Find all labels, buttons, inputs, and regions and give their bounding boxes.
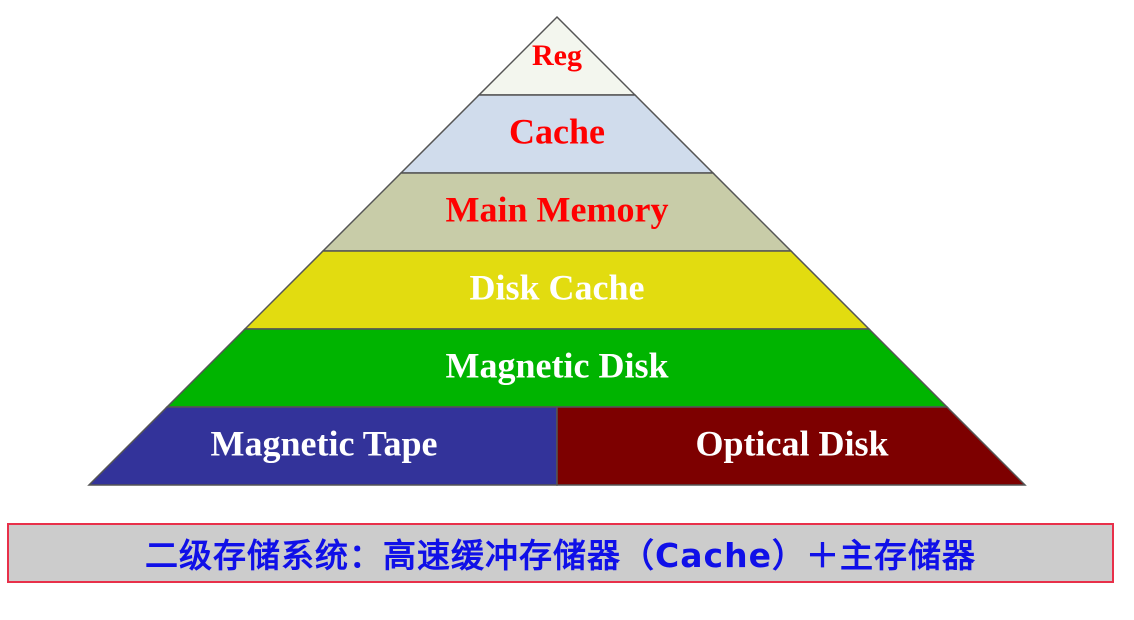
- label-optical-disk: Optical Disk: [695, 423, 888, 463]
- caption-box: 二级存储系统：高速缓冲存储器（Cache）＋主存储器: [7, 523, 1114, 583]
- label-reg: Reg: [532, 39, 582, 72]
- label-magnetic-disk: Magnetic Disk: [446, 345, 669, 385]
- label-disk-cache: Disk Cache: [469, 267, 644, 307]
- caption-text: 二级存储系统：高速缓冲存储器（Cache）＋主存储器: [145, 536, 976, 575]
- layer-optical-disk: [556, 406, 1027, 486]
- label-cache: Cache: [509, 111, 605, 151]
- memory-hierarchy-pyramid: Reg Cache Main Memory Disk Cache Magneti…: [87, 15, 1027, 486]
- label-main-memory: Main Memory: [446, 189, 669, 229]
- label-magnetic-tape: Magnetic Tape: [210, 423, 437, 463]
